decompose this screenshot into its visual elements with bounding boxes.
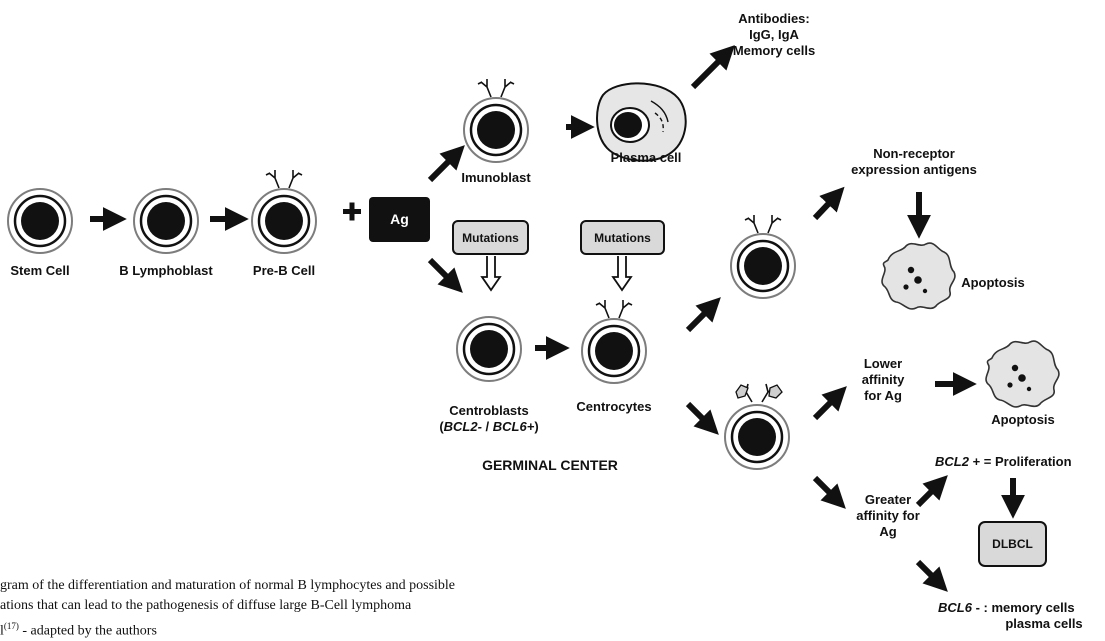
stem-cell [6,187,74,255]
caption-reference: (17) [3,621,19,631]
arrow-to-non-receptor [812,186,845,221]
arrow-greater-affinity-to-bcl2 [915,475,948,508]
greater-affinity-line-2: affinity for [856,508,920,523]
b-lymphoblast-label: B Lymphoblast [119,263,213,278]
bcl6-memory-label: BCL6 - : memory cells [938,600,1098,616]
plasma-cell-label: Plasma cell [610,150,682,165]
dlbcl-label: DLBCL [992,537,1033,551]
non-receptor-line-1: Non-receptor [873,146,955,161]
caption-line-1: gram of the differentiation and maturati… [0,578,456,593]
bcl2-proliferation-text: + = Proliferation [968,454,1072,469]
centroblasts-separator: / [481,419,493,434]
centroblast-cell [455,315,523,383]
arrow-to-antibodies [690,45,735,90]
greater-affinity-line-3: Ag [879,524,897,539]
greater-affinity-line-1: Greater [864,492,912,507]
non-receptor-label: Non-receptor expression antigens [834,146,994,178]
centroblasts-label: Centroblasts (BCL2- / BCL6+) [437,403,541,435]
centrocyte-cell [580,299,648,385]
apoptosis-label-2: Apoptosis [991,412,1055,427]
germinal-center-label: GERMINAL CENTER [482,457,618,473]
arrow-centrocyte-to-lower [685,401,719,435]
plasma-cell [596,82,687,162]
mutations-box-2 [580,220,665,292]
arrow-greater-affinity-to-bcl6 [915,559,948,592]
bcl6-memory-text: - : memory cells [971,600,1075,615]
caption-line-3-text: - adapted by the authors [18,623,157,639]
caption-line-3: l(17) - adapted by the authors [0,621,157,639]
mutations-label-2: Mutations [594,231,651,245]
plasma-cells-label: plasma cells [1005,616,1083,631]
pre-b-cell [250,169,318,255]
non-receptor-line-2: expression antigens [851,162,977,177]
dlbcl-box [978,521,1047,567]
antibodies-line-1: Antibodies: [738,11,810,26]
arrow-to-greater-affinity [812,475,846,509]
caption-line-2: ations that can lead to the pathogenesis… [0,598,412,613]
non-receptor-cell [729,214,797,300]
bcl2-gene: BCL2 [935,454,969,469]
antigen-box [369,197,430,242]
apoptotic-cell-1 [881,242,956,310]
affinity-cell [723,383,791,471]
plus-sign [343,202,361,221]
antibodies-line-3: Memory cells [732,43,816,58]
imunoblast-label: Imunoblast [461,170,531,185]
lower-affinity-line-2: affinity [861,372,905,387]
apoptosis-label-1: Apoptosis [961,275,1025,290]
lower-affinity-line-3: for Ag [864,388,902,403]
arrow-to-imunoblast [427,145,465,183]
lower-affinity-line-1: Lower [863,356,903,371]
lower-affinity-label: Lower affinity for Ag [846,356,920,404]
centrocytes-label: Centrocytes [576,399,652,414]
antibodies-label: Antibodies: IgG, IgA Memory cells [726,11,822,59]
centroblasts-line-1: Centroblasts [449,403,529,418]
arrow-centrocyte-to-upper [685,297,721,333]
centroblasts-line-2: (BCL2- / BCL6+) [439,419,539,434]
stem-cell-label: Stem Cell [10,263,70,278]
antigen-label: Ag [390,211,409,227]
antibodies-line-2: IgG, IgA [749,27,799,42]
bcl2-proliferation-label: BCL2 + = Proliferation [935,454,1085,470]
greater-affinity-label: Greater affinity for Ag [838,492,938,540]
bcl2-minus-gene: BCL2- [443,419,482,434]
mutations-label-1: Mutations [462,231,519,245]
imunoblast-cell [462,78,530,164]
bcl6-plus-gene: BCL6+ [492,419,535,434]
arrow-to-lower-affinity [812,386,847,421]
apoptotic-cell-2 [985,340,1060,408]
b-lymphoblast-cell [132,187,200,255]
mutations-box-1 [452,220,529,292]
pre-b-cell-label: Pre-B Cell [252,263,316,278]
bcl6-gene: BCL6 [938,600,972,615]
arrow-to-centroblasts [427,257,463,293]
